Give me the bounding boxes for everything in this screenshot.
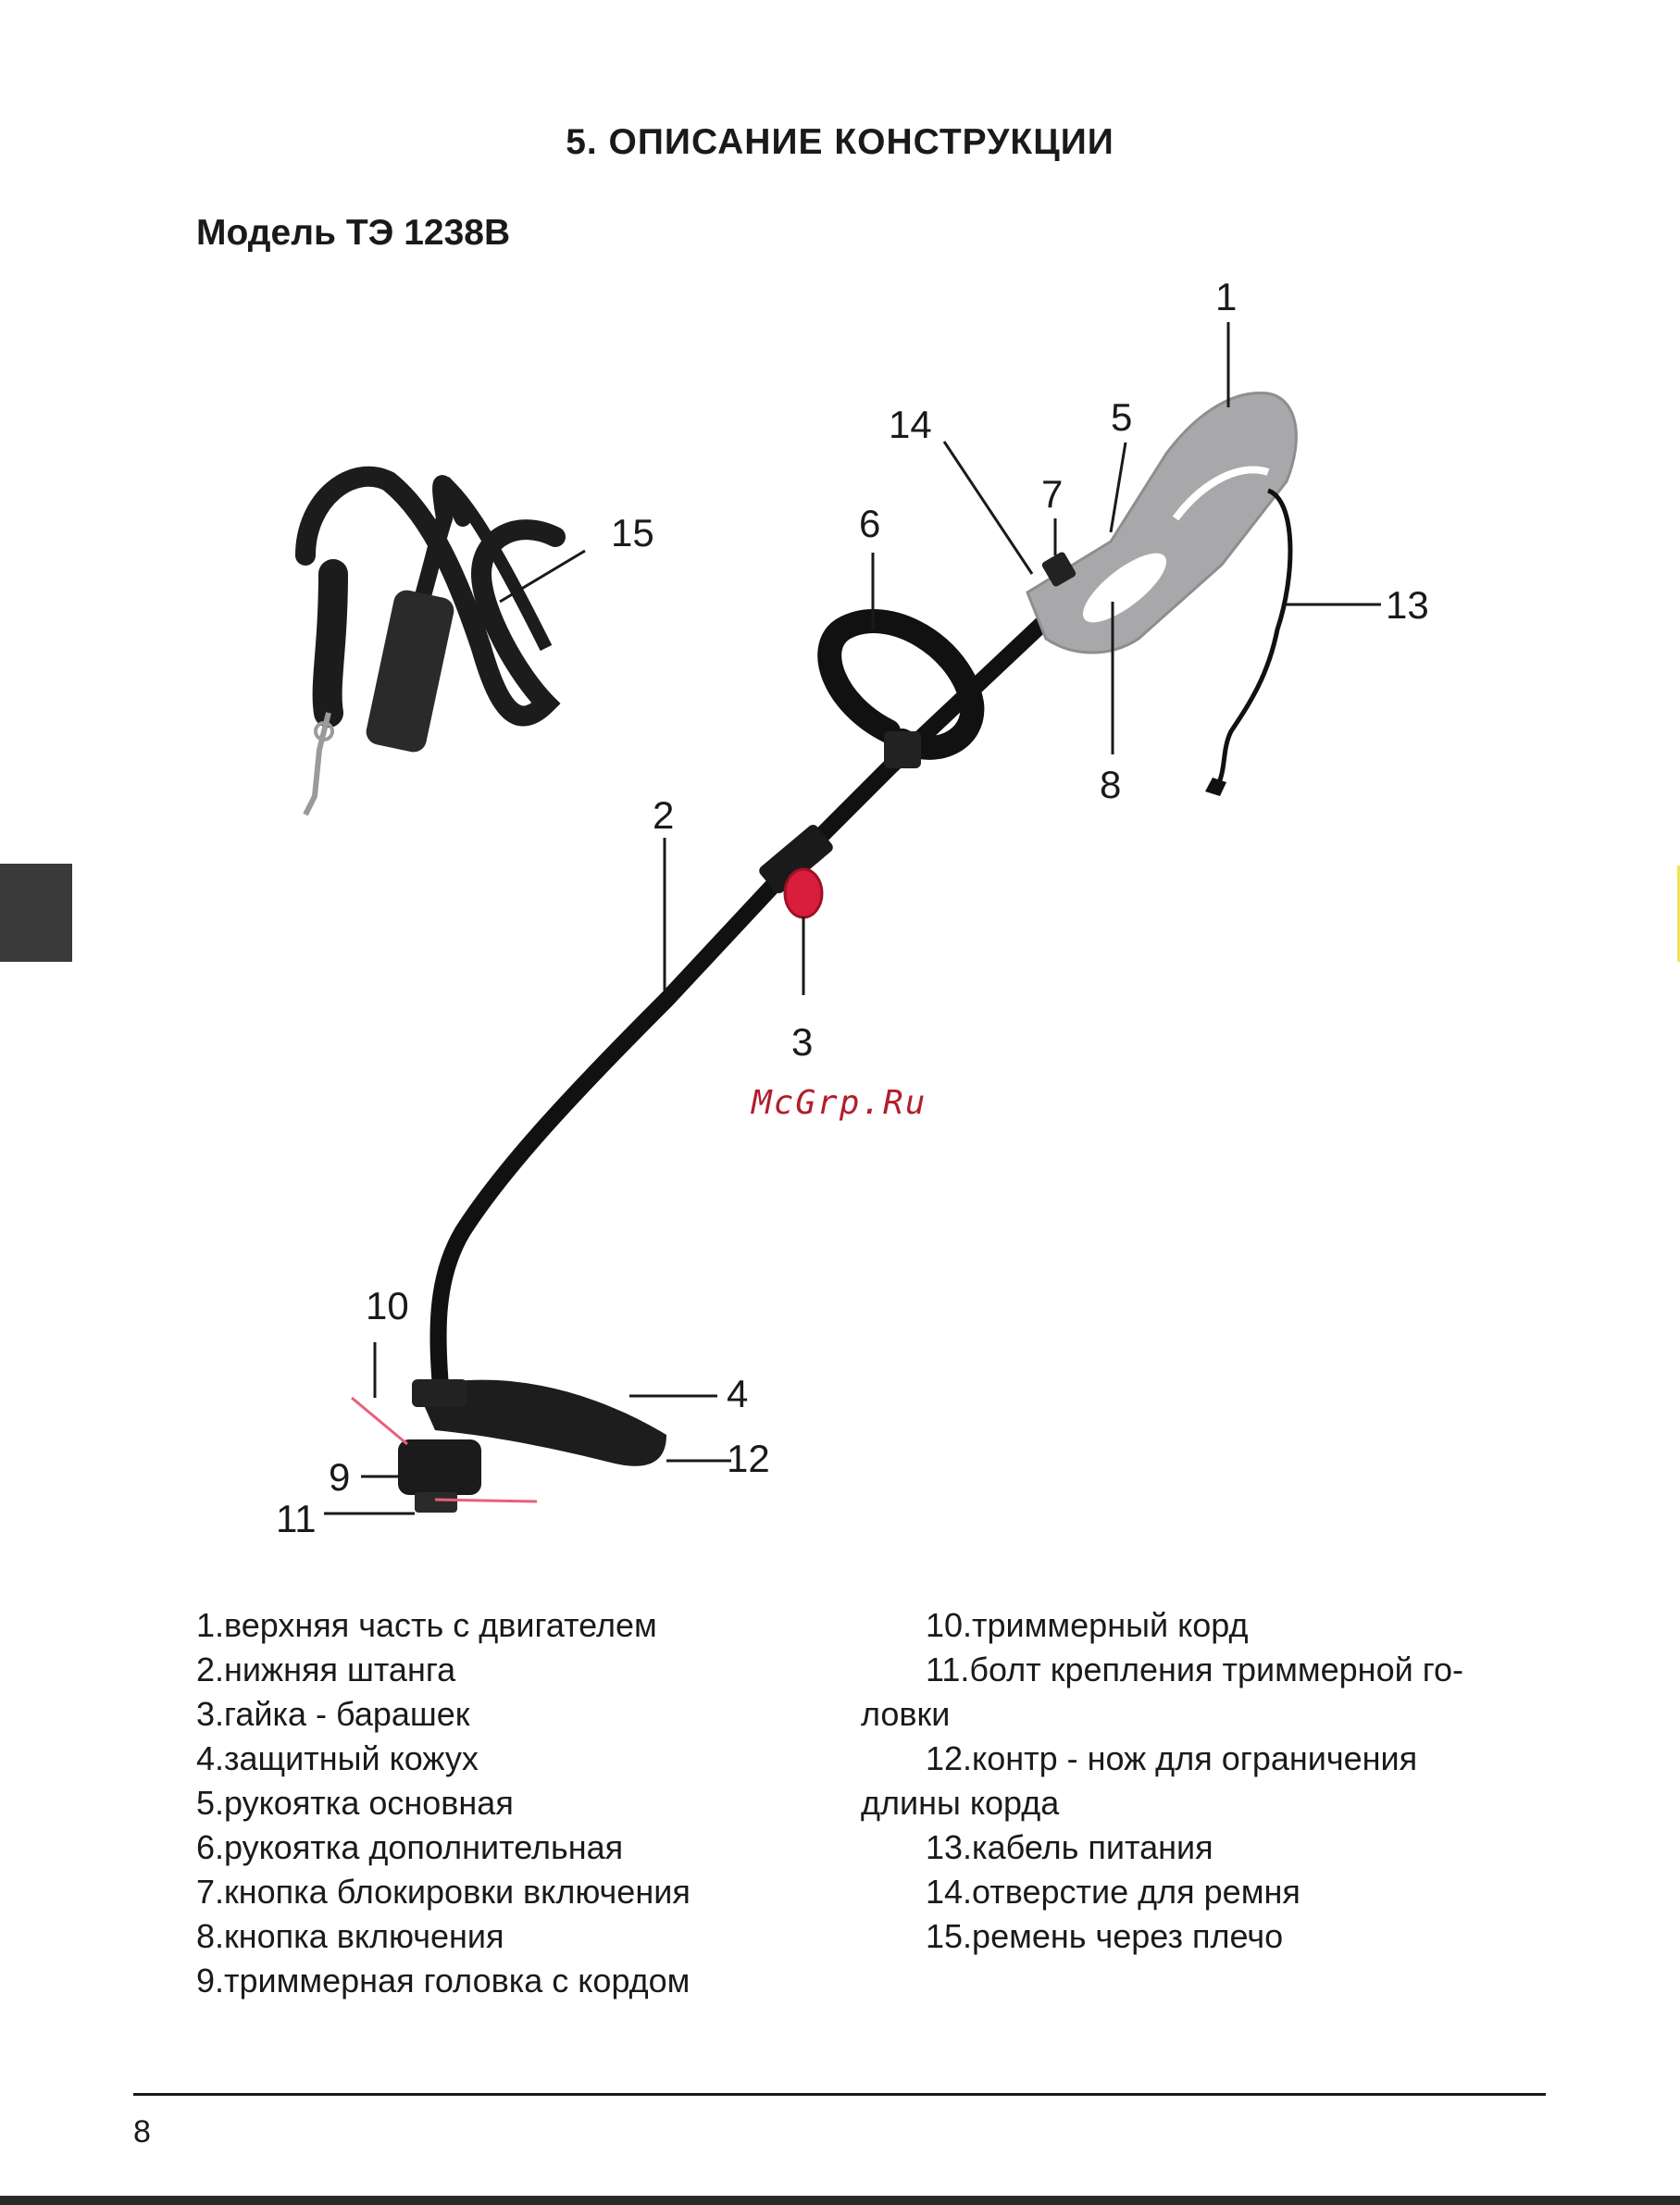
callout-4: 4	[727, 1372, 748, 1415]
callout-5: 5	[1111, 395, 1132, 439]
callout-6: 6	[859, 502, 880, 545]
callout-3: 3	[791, 1020, 813, 1064]
legend-item-8: 8.кнопка включения	[196, 1917, 504, 1955]
shoulder-strap-illustration	[295, 466, 566, 816]
callout-13: 13	[1386, 583, 1429, 627]
legend-item-7: 7.кнопка блокировки включения	[196, 1873, 691, 1911]
callout-10: 10	[366, 1284, 409, 1327]
page-number: 8	[133, 2114, 151, 2149]
legend-item-1: 1.верхняя часть с двигателем	[196, 1606, 657, 1644]
callout-8: 8	[1100, 763, 1121, 806]
legend-item-15: 15.ремень через плечо	[926, 1917, 1284, 1955]
callout-15: 15	[611, 511, 654, 554]
callout-1: 1	[1215, 275, 1237, 318]
leader-lines	[324, 322, 1381, 1515]
page-bottom-edge	[0, 2196, 1680, 2205]
callout-2: 2	[653, 793, 674, 837]
side-edge-marker	[1677, 866, 1680, 962]
legend-item-5: 5.рукоятка основная	[196, 1784, 514, 1822]
callout-12: 12	[727, 1437, 770, 1480]
trimmer-diagram: 1 2 3 4 5 6 7 8 9 10 11 12 13 14 15 McGr…	[276, 275, 1429, 1540]
legend-item-12-continued: длины корда	[861, 1784, 1060, 1822]
legend-right-column: 10.триммерный корд 11.болт крепления три…	[861, 1603, 1527, 1959]
footer-rule	[133, 2093, 1546, 2096]
callout-11: 11	[276, 1497, 317, 1540]
legend-item-11: 11.болт крепления триммерной го-	[926, 1651, 1464, 1688]
side-tab-marker	[0, 864, 72, 962]
legend-item-9: 9.триммерная головка с кордом	[196, 1962, 691, 1999]
legend-item-2: 2.нижняя штанга	[196, 1651, 456, 1688]
section-title: 5. ОПИСАНИЕ КОНСТРУКЦИИ	[566, 122, 1114, 162]
guard-and-head	[351, 1379, 666, 1513]
legend-item-11-continued: ловки	[861, 1695, 951, 1733]
legend-item-10: 10.триммерный корд	[926, 1606, 1249, 1644]
callout-7: 7	[1041, 472, 1063, 516]
legend-item-6: 6.рукоятка дополнительная	[196, 1828, 624, 1866]
legend-item-13: 13.кабель питания	[926, 1828, 1213, 1866]
legend-item-4: 4.защитный кожух	[196, 1739, 479, 1777]
trimmer-shaft	[429, 612, 1054, 1415]
motor-housing	[1026, 391, 1298, 796]
watermark: McGrp.Ru	[750, 1084, 927, 1122]
legend-item-12: 12.контр - нож для ограничения	[926, 1739, 1418, 1777]
legend-item-3: 3.гайка - барашек	[196, 1695, 470, 1733]
callout-9: 9	[329, 1455, 350, 1499]
callout-14: 14	[889, 403, 932, 446]
auxiliary-handle	[817, 609, 985, 768]
legend-item-14: 14.отверстие для ремня	[926, 1873, 1300, 1911]
model-title: Модель ТЭ 1238В	[196, 213, 511, 253]
wing-nut	[783, 867, 824, 919]
legend-left-column: 1.верхняя часть с двигателем 2.нижняя шт…	[196, 1603, 844, 2003]
